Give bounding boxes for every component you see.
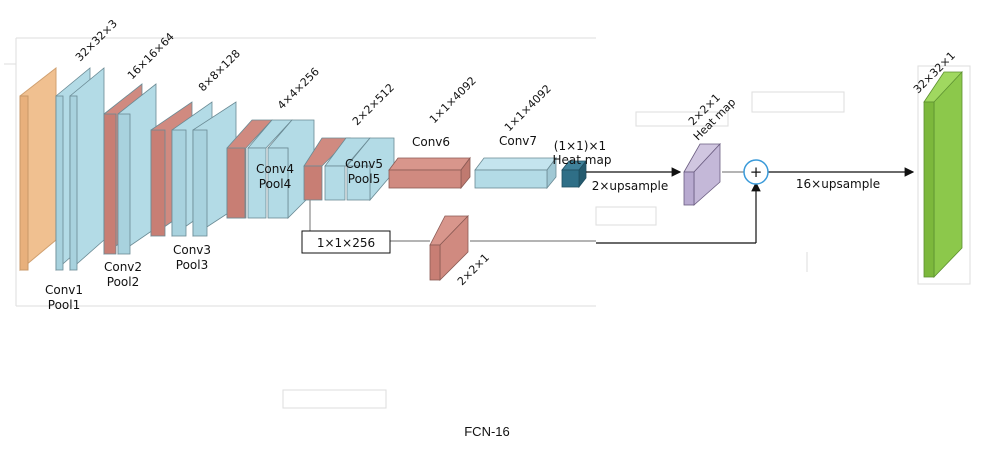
output-block (923, 70, 963, 278)
conv1-block (55, 67, 105, 271)
conv4-block (226, 119, 315, 219)
skip-box-label: 1×1×256 (317, 236, 375, 250)
pool1-label: Pool1 (48, 298, 80, 312)
conv5-block (303, 137, 395, 202)
sum-node: + (743, 159, 769, 185)
heatmap2-block (683, 142, 721, 206)
pool3-label: Pool3 (176, 258, 208, 272)
conv1-dims: 32×32×3 (73, 17, 120, 64)
conv6-dims: 1×1×4092 (427, 74, 479, 126)
conv6-block (388, 156, 471, 190)
input-block (19, 66, 57, 272)
conv4-label: Conv4 (256, 162, 294, 176)
conv1-label: Conv1 (45, 283, 83, 297)
pool4-label: Pool4 (259, 177, 291, 191)
upsample2-label: 2×upsample (592, 179, 669, 193)
conv6-label: Conv6 (412, 135, 450, 149)
conv5-label: Conv5 (345, 157, 383, 171)
conv7-label: Conv7 (499, 134, 537, 148)
connectors (309, 167, 915, 244)
conv7-block (474, 156, 557, 190)
upsample16-label: 16×upsample (796, 177, 880, 191)
plus-symbol: + (750, 163, 763, 181)
skip-block (429, 215, 469, 281)
heatmap1-block (561, 159, 587, 189)
heatmap1-dims: (1×1)×1 (554, 139, 606, 153)
conv7-dims: 1×1×4092 (502, 82, 554, 134)
conv5-dims: 2×2×512 (350, 81, 397, 128)
conv2-block (103, 83, 157, 255)
background-frame (4, 37, 971, 409)
pool2-label: Pool2 (107, 275, 139, 289)
heatmap1-label: Heat map (553, 153, 612, 167)
conv3-label: Conv3 (173, 243, 211, 257)
conv2-label: Conv2 (104, 260, 142, 274)
conv3-block (150, 101, 237, 237)
skip-box: 1×1×256 (301, 230, 391, 254)
conv3-dims: 8×8×128 (196, 47, 243, 94)
conv4-dims: 4×4×256 (275, 65, 322, 112)
figure-caption: FCN-16 (464, 424, 510, 439)
pool5-label: Pool5 (348, 172, 380, 186)
